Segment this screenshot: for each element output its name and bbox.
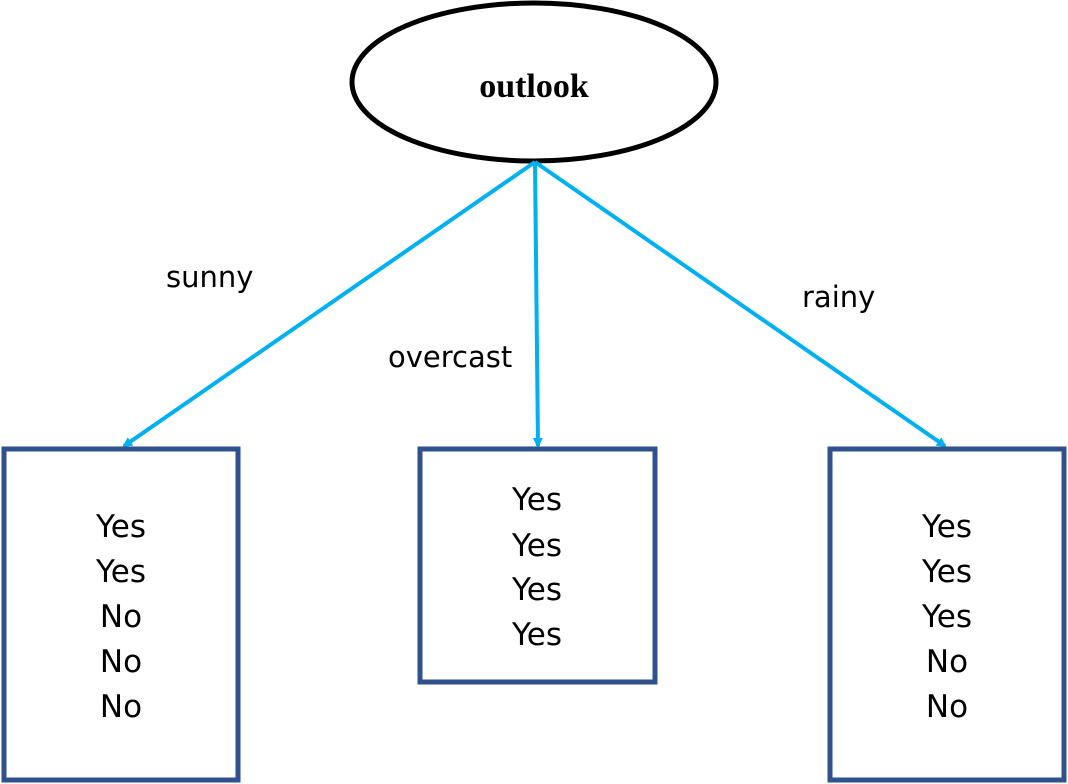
leaf-box-rainy bbox=[827, 446, 1067, 783]
root-label: outlook bbox=[479, 68, 589, 105]
leaf-overcast: Yes Yes Yes Yes bbox=[417, 446, 658, 685]
leaf-sunny: Yes Yes No No No bbox=[1, 446, 241, 783]
edge-sunny-arrow bbox=[122, 160, 537, 448]
leaf-outcome: Yes bbox=[921, 599, 972, 635]
edges: sunny overcast rainy bbox=[122, 160, 947, 448]
leaf-outcome: No bbox=[926, 644, 968, 680]
leaf-outcome: Yes bbox=[511, 572, 562, 608]
leaf-outcome: No bbox=[100, 599, 142, 635]
edge-label-sunny: sunny bbox=[166, 260, 253, 294]
root-node: outlook bbox=[349, 0, 719, 164]
edge-label-rainy: rainy bbox=[802, 280, 875, 314]
edge-overcast-arrow bbox=[532, 161, 543, 448]
leaf-outcome: Yes bbox=[921, 509, 972, 545]
leaf-outcome: No bbox=[100, 689, 142, 725]
leaf-outcome: No bbox=[100, 644, 142, 680]
leaf-outcome: Yes bbox=[95, 509, 146, 545]
leaf-rainy: Yes Yes Yes No No bbox=[827, 446, 1067, 783]
leaf-outcome: Yes bbox=[921, 554, 972, 590]
leaf-outcome: Yes bbox=[511, 482, 562, 518]
leaf-outcome: Yes bbox=[511, 528, 562, 564]
leaf-outcome: No bbox=[926, 689, 968, 725]
edge-rainy-arrow bbox=[533, 160, 947, 448]
edge-label-overcast: overcast bbox=[388, 340, 512, 374]
leaf-box-overcast bbox=[417, 446, 658, 685]
leaf-outcome: Yes bbox=[511, 617, 562, 653]
leaf-outcome: Yes bbox=[95, 554, 146, 590]
leaf-box-sunny bbox=[1, 446, 241, 783]
